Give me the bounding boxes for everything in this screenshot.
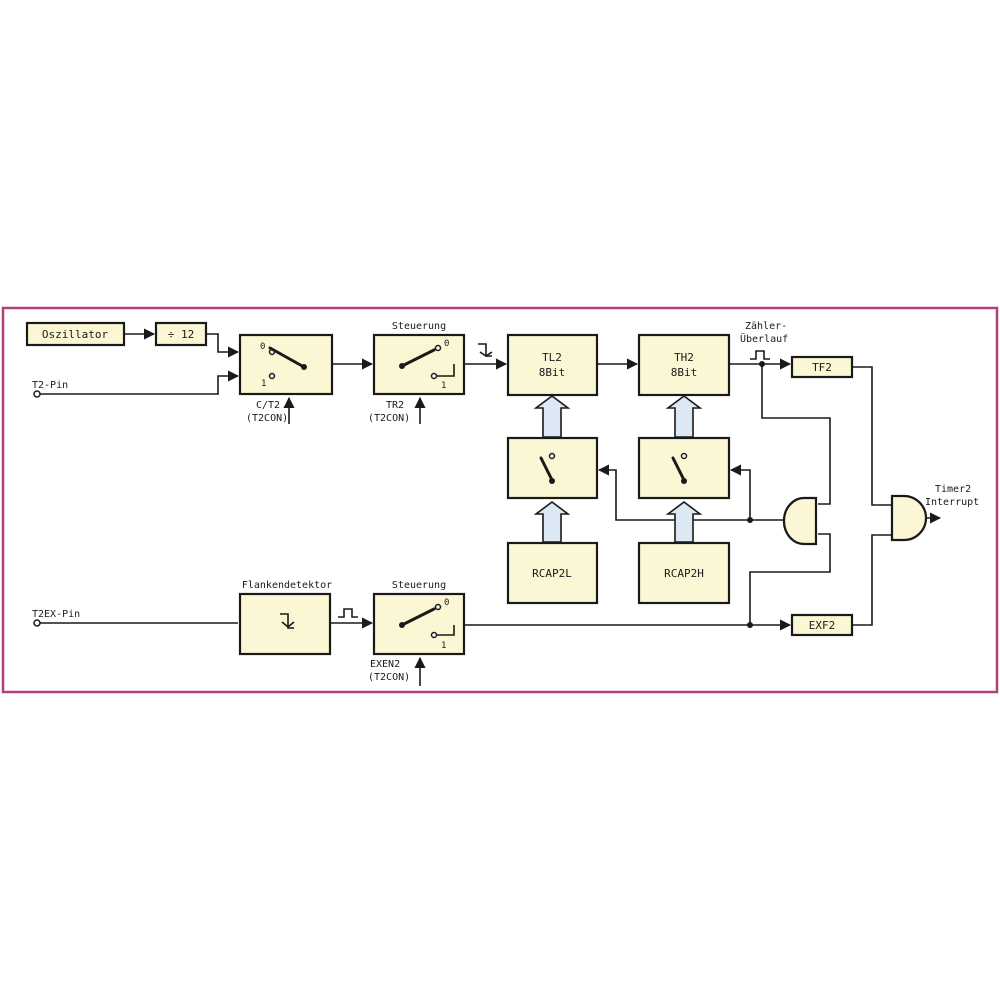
sw2-out-wire bbox=[437, 364, 455, 377]
sw2-pivot bbox=[399, 363, 405, 369]
tr2-label: TR2 bbox=[386, 400, 404, 411]
reload-h-contact bbox=[680, 452, 688, 460]
reload-bus-tl2-arrow bbox=[533, 395, 571, 438]
oscillator-block bbox=[25, 321, 126, 347]
rcap2l-bus-arrow bbox=[533, 501, 571, 543]
tf2-label: TF2 bbox=[812, 361, 832, 374]
th2-bits-label: 8Bit bbox=[671, 366, 698, 379]
interrupt-label: Interrupt bbox=[925, 497, 979, 508]
sw3-pos1-label: 1 bbox=[441, 641, 446, 651]
reload-and-gate-body bbox=[782, 496, 818, 546]
sw2-pos0-label: 0 bbox=[444, 339, 449, 349]
wire-exf2-and bbox=[749, 533, 831, 625]
reload-switch-low-block bbox=[506, 436, 599, 500]
falling-edge-icon bbox=[478, 343, 492, 357]
reload-h-pivot bbox=[681, 478, 687, 484]
wire-reload-h bbox=[729, 464, 751, 520]
reload-switch-high-block bbox=[637, 436, 731, 500]
tl2-block bbox=[506, 333, 599, 397]
sw1-pivot bbox=[301, 364, 307, 370]
exf2-block bbox=[790, 613, 854, 637]
t2-pin-terminal bbox=[33, 390, 41, 398]
sw3-out-wire bbox=[437, 625, 455, 636]
exf2-label: EXF2 bbox=[809, 619, 836, 632]
sw3-contact-1 bbox=[430, 631, 438, 639]
rcap2h-block bbox=[637, 541, 731, 605]
t2-pin-label: T2-Pin bbox=[32, 380, 68, 391]
th2-block bbox=[637, 333, 731, 397]
t2ex-pin-terminal bbox=[33, 619, 41, 627]
wire-overflow-and bbox=[761, 364, 831, 505]
rcap2l-block bbox=[506, 541, 599, 605]
edge-pulse-icon bbox=[338, 608, 358, 618]
rcap2l-label: RCAP2L bbox=[532, 567, 572, 580]
junction-dot bbox=[747, 622, 753, 628]
edge-detector-symbol-icon bbox=[280, 613, 294, 629]
falling-edge-arrow-icon bbox=[479, 351, 493, 357]
sw2-pos1-label: 1 bbox=[441, 381, 446, 391]
sw3-pivot bbox=[399, 622, 405, 628]
counter-label: Zähler- bbox=[745, 321, 787, 332]
reload-l-pivot bbox=[549, 478, 555, 484]
steuerung-bottom-label: Steuerung bbox=[392, 580, 446, 591]
sw3-pos0-label: 0 bbox=[444, 598, 449, 608]
sw3-contact-0 bbox=[434, 603, 442, 611]
oscillator-label: Oszillator bbox=[42, 328, 109, 341]
steuerung-top-label: Steuerung bbox=[392, 321, 446, 332]
t2ex-pin-label: T2EX-Pin bbox=[32, 609, 80, 620]
ct2-label: C/T2 bbox=[256, 400, 280, 411]
tl2-label: TL2 bbox=[542, 351, 562, 364]
rcap2h-bus-arrow bbox=[665, 501, 703, 543]
overflow-label: Überlauf bbox=[740, 332, 788, 345]
sw3-lever-icon bbox=[400, 607, 436, 627]
wire-tf2-or bbox=[852, 366, 892, 506]
divider-block bbox=[154, 321, 208, 347]
tr2-register-label: (T2CON) bbox=[368, 413, 410, 424]
exen2-switch-block bbox=[372, 592, 466, 656]
tr2-switch-block bbox=[372, 333, 466, 396]
edge-detector-label: Flankendetektor bbox=[242, 580, 332, 591]
tf2-block bbox=[790, 355, 854, 379]
th2-label: TH2 bbox=[674, 351, 694, 364]
sw1-pos0-label: 0 bbox=[260, 342, 265, 352]
wire-exf2-or bbox=[852, 534, 892, 626]
ct2-switch-block bbox=[238, 333, 334, 396]
junction-dot bbox=[759, 361, 765, 367]
junction-dot bbox=[747, 517, 753, 523]
sw1-lever-icon bbox=[268, 346, 306, 369]
edge-detector-arrow-icon bbox=[281, 621, 295, 629]
divider-label: ÷ 12 bbox=[168, 328, 195, 341]
ct2-register-label: (T2CON) bbox=[246, 413, 288, 424]
overflow-pulse-icon bbox=[750, 350, 770, 360]
interrupt-gate-icon bbox=[890, 494, 928, 542]
reload-bus-th2-arrow bbox=[665, 395, 703, 438]
reload-h-lever-icon bbox=[671, 456, 686, 482]
reload-l-contact bbox=[548, 452, 556, 460]
tl2-bits-label: 8Bit bbox=[539, 366, 566, 379]
exen2-label: EXEN2 bbox=[370, 659, 400, 670]
sw2-contact-0 bbox=[434, 344, 442, 352]
wire-div-sw1 bbox=[206, 333, 240, 358]
reload-l-lever-icon bbox=[539, 456, 554, 482]
sw2-lever-icon bbox=[400, 348, 436, 368]
exen2-register-label: (T2CON) bbox=[368, 672, 410, 683]
sw2-contact-1 bbox=[430, 372, 438, 380]
rcap2h-label: RCAP2H bbox=[664, 567, 704, 580]
timer2-label: Timer2 bbox=[935, 484, 971, 495]
wire-t2pin-sw1 bbox=[40, 370, 240, 395]
sw1-contact-1 bbox=[268, 372, 276, 380]
sw1-pos1-label: 1 bbox=[261, 379, 266, 389]
